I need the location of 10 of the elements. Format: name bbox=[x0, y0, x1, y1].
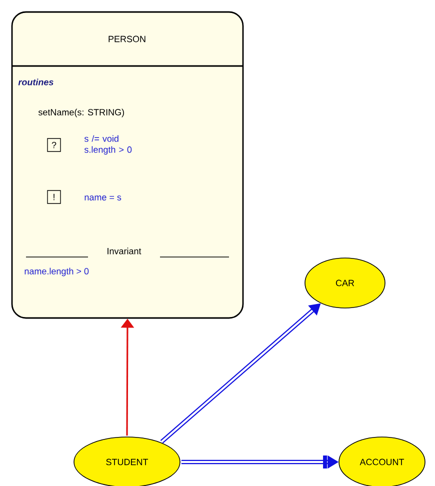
precondition: s /= void s.length > 0 bbox=[84, 135, 132, 155]
class-box bbox=[11, 11, 244, 319]
assertion-tag: ? bbox=[47, 138, 61, 152]
class-name: PERSON bbox=[108, 36, 146, 42]
invariant: name.length > 0 bbox=[24, 268, 89, 276]
assertion-tag: ! bbox=[47, 190, 61, 204]
section-heading: routines bbox=[18, 78, 54, 86]
invariant-heading: Invariant bbox=[108, 248, 142, 254]
routine-signature: setName(s: STRING) bbox=[38, 108, 124, 118]
postcondition: name = s bbox=[84, 196, 122, 200]
